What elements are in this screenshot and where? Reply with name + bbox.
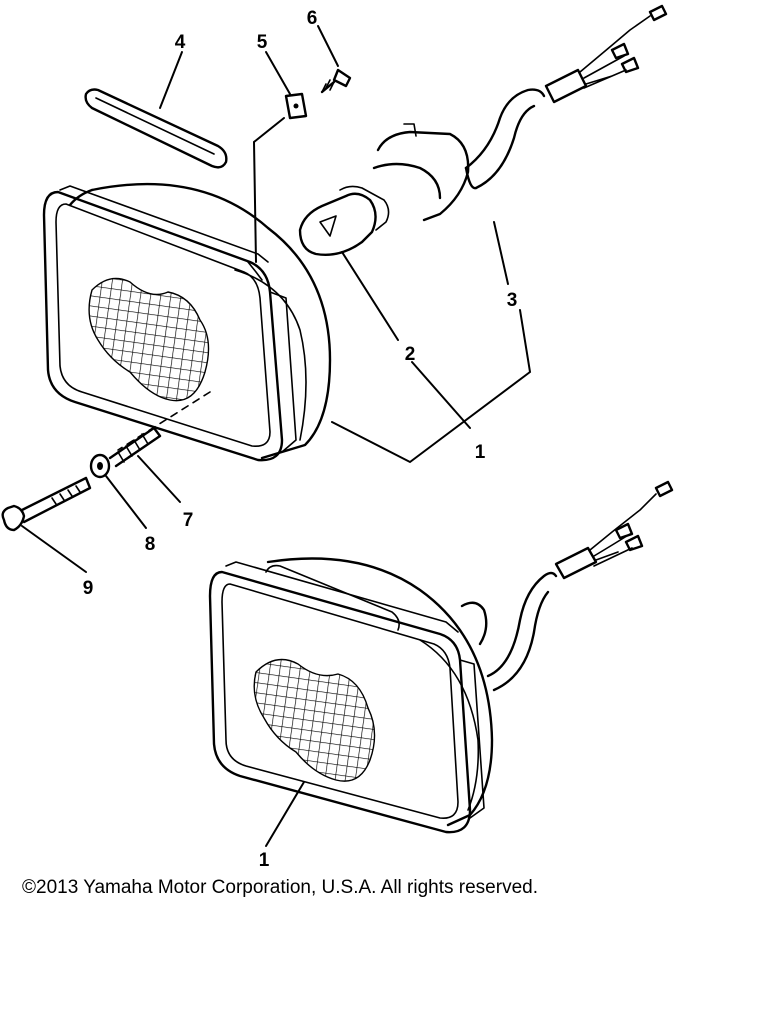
callout-2: 2 [405,344,416,365]
bolt-part-9 [1,476,92,532]
callout-3: 3 [507,290,518,311]
callout-5: 5 [257,32,268,53]
screw-part-6 [320,68,352,94]
leader-lines [21,25,532,847]
callout-6: 6 [307,8,318,29]
callout-9: 9 [83,578,94,599]
clip-part-5 [284,92,308,120]
headlight-assembly-bottom [208,480,674,834]
callout-1-bottom: 1 [259,850,270,871]
screw-part-7 [108,426,162,468]
callout-7: 7 [183,510,194,531]
callout-8: 8 [145,534,156,555]
copyright-notice: ©2013 Yamaha Motor Corporation, U.S.A. A… [22,877,538,898]
bulb-part-2 [298,185,390,256]
washer-part-8 [89,453,111,479]
socket-harness-part-3 [372,4,668,222]
callout-4: 4 [175,32,186,53]
headlight-assembly-top [42,182,332,462]
callout-1-top: 1 [475,442,486,463]
trim-strip-part-4 [84,88,228,169]
